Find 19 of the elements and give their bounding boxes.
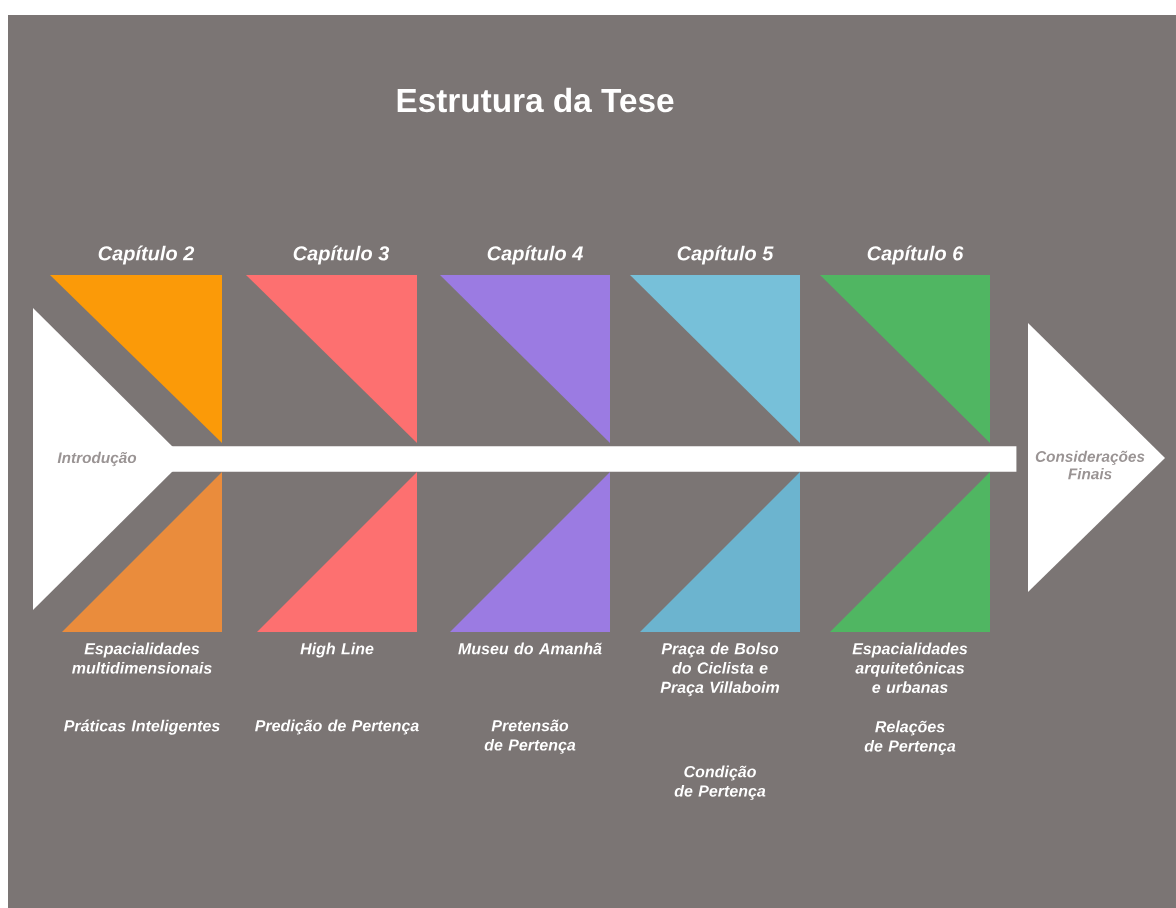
spine-band xyxy=(170,446,1017,472)
topic-text: Espacialidades multidimensionais xyxy=(72,642,212,674)
topic-text: Espacialidades arquitetônicas e urbanas xyxy=(852,642,968,693)
title: Estrutura da Tese xyxy=(397,87,674,113)
topic-text: Práticas Inteligentes xyxy=(64,719,220,735)
chapter-heading: Capítulo 6 xyxy=(867,245,964,265)
topic-text: Praça de Bolso do Ciclista e Praça Villaboim xyxy=(660,642,780,697)
chapter-heading: Capítulo 2 xyxy=(98,245,195,265)
chapter-heading: Capítulo 5 xyxy=(677,245,774,265)
node-label: Considerações Finais xyxy=(1035,450,1145,480)
chapter-heading: Capítulo 3 xyxy=(293,245,390,265)
topic-text: Museu do Amanhã xyxy=(458,642,602,655)
topic-text: Pretensão de Pertença xyxy=(484,719,576,754)
topic-text: Predição de Pertença xyxy=(255,719,419,735)
topic-text: High Line xyxy=(300,642,374,658)
chapter-heading: Capítulo 4 xyxy=(487,245,583,265)
topic-text: Condição de Pertença xyxy=(674,765,766,800)
topic-text: Relações de Pertença xyxy=(864,720,956,755)
node-label: Introdução xyxy=(57,451,137,467)
